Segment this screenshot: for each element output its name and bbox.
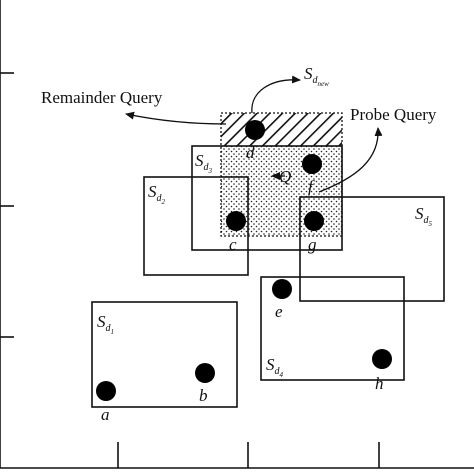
point-f-label: f xyxy=(308,177,315,196)
point-a-label: a xyxy=(101,405,110,424)
region-d5-label: Sd5 xyxy=(415,204,433,228)
point-d-label: d xyxy=(246,143,255,162)
arrows xyxy=(125,75,383,193)
query-outline xyxy=(220,112,343,237)
point-h-label: h xyxy=(375,374,384,393)
point-labels: a b c d e f g h Q xyxy=(101,143,384,424)
data-points xyxy=(96,120,392,401)
point-g-label: g xyxy=(308,235,317,254)
region-d3-label: Sd3 xyxy=(195,151,213,175)
region-rectangles xyxy=(91,145,445,408)
remainder-query-area xyxy=(221,113,342,146)
point-b xyxy=(195,363,215,383)
point-c xyxy=(226,211,246,231)
point-d xyxy=(245,120,265,140)
region-d5 xyxy=(299,196,445,302)
region-d4-label: Sd4 xyxy=(266,355,284,379)
point-e xyxy=(272,279,292,299)
region-d1-label: Sd1 xyxy=(97,312,114,336)
remainder-query-arrow xyxy=(125,111,227,125)
new-region-arrow xyxy=(251,75,301,114)
probe-query-arrow xyxy=(318,127,383,193)
annotation-texts: Remainder Query Probe Query xyxy=(41,88,437,124)
region-d2 xyxy=(143,176,249,276)
region-d1 xyxy=(91,301,238,408)
remainder-query-label: Remainder Query xyxy=(41,88,163,107)
point-c-label: c xyxy=(229,235,237,254)
region-d4 xyxy=(260,276,405,381)
region-d3 xyxy=(191,145,343,251)
point-g xyxy=(304,211,324,231)
point-a xyxy=(96,381,116,401)
point-h xyxy=(372,349,392,369)
point-b-label: b xyxy=(199,386,208,405)
point-e-label: e xyxy=(275,302,283,321)
region-labels: Sdnew Sd1 Sd2 Sd3 Sd4 Sd5 xyxy=(97,64,433,379)
point-f xyxy=(302,154,322,174)
probe-query-label: Probe Query xyxy=(350,105,437,124)
region-new-label: Sdnew xyxy=(304,64,329,88)
region-d2-label: Sd2 xyxy=(148,182,166,206)
query-label: Q xyxy=(279,167,291,186)
